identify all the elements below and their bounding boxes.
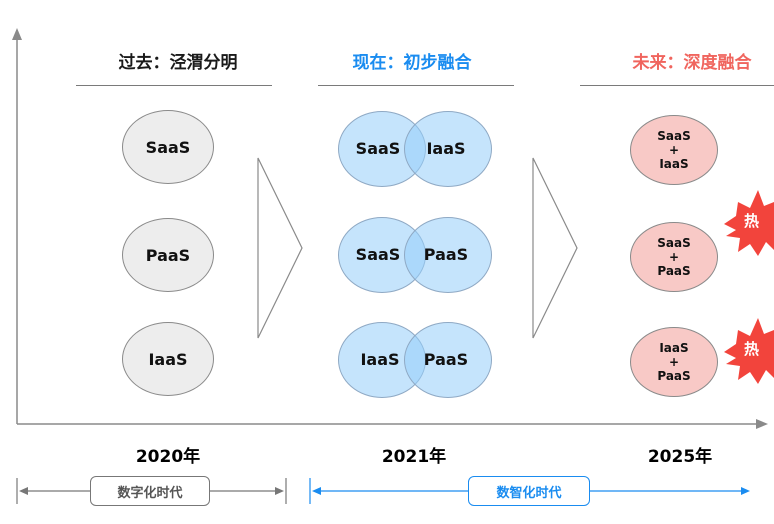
present-right-label: IaaS bbox=[426, 138, 466, 158]
present-right-circle bbox=[404, 322, 492, 398]
past-iaas-circle: IaaS bbox=[122, 322, 214, 396]
present-left-label: SaaS bbox=[355, 244, 401, 264]
divider bbox=[318, 85, 514, 86]
column-title-future: 未来：深度融合 bbox=[632, 53, 752, 73]
year-label: 2025年 bbox=[647, 447, 713, 467]
era-label-digital: 数字化时代 bbox=[90, 476, 210, 506]
present-right-circle bbox=[404, 111, 492, 187]
hot-burst-icon bbox=[724, 318, 774, 384]
year-label: 2021年 bbox=[381, 447, 447, 467]
era-label-intelligent: 数智化时代 bbox=[468, 476, 590, 506]
hot-burst-icon bbox=[724, 190, 774, 256]
present-left-label: SaaS bbox=[355, 138, 401, 158]
hot-label: 热 bbox=[744, 212, 760, 230]
column-title-present: 现在：初步融合 bbox=[352, 53, 472, 73]
column-title-past: 过去：泾渭分明 bbox=[118, 53, 238, 73]
chevron-right-icon bbox=[532, 157, 578, 339]
hot-label: 热 bbox=[744, 340, 760, 358]
present-right-circle bbox=[404, 217, 492, 293]
present-right-label: PaaS bbox=[423, 349, 469, 369]
future-top-label: SaaS bbox=[657, 129, 691, 143]
future-circle: SaaS + PaaS bbox=[630, 222, 718, 292]
past-label: IaaS bbox=[148, 349, 188, 369]
plus-label: + bbox=[668, 355, 680, 369]
past-label: PaaS bbox=[145, 245, 191, 265]
plus-label: + bbox=[668, 143, 680, 157]
future-circle: SaaS + IaaS bbox=[630, 115, 718, 185]
future-bottom-label: PaaS bbox=[657, 369, 691, 383]
divider bbox=[580, 85, 774, 86]
future-bottom-label: IaaS bbox=[659, 157, 689, 171]
future-top-label: IaaS bbox=[659, 341, 689, 355]
present-right-label: PaaS bbox=[423, 244, 469, 264]
past-label: SaaS bbox=[145, 137, 191, 157]
year-label: 2020年 bbox=[135, 447, 201, 467]
future-circle: IaaS + PaaS bbox=[630, 327, 718, 397]
future-top-label: SaaS bbox=[657, 236, 691, 250]
future-bottom-label: PaaS bbox=[657, 264, 691, 278]
past-saas-circle: SaaS bbox=[122, 110, 214, 184]
past-paas-circle: PaaS bbox=[122, 218, 214, 292]
plus-label: + bbox=[668, 250, 680, 264]
present-left-label: IaaS bbox=[360, 349, 400, 369]
chevron-right-icon bbox=[257, 157, 303, 339]
divider bbox=[76, 85, 272, 86]
